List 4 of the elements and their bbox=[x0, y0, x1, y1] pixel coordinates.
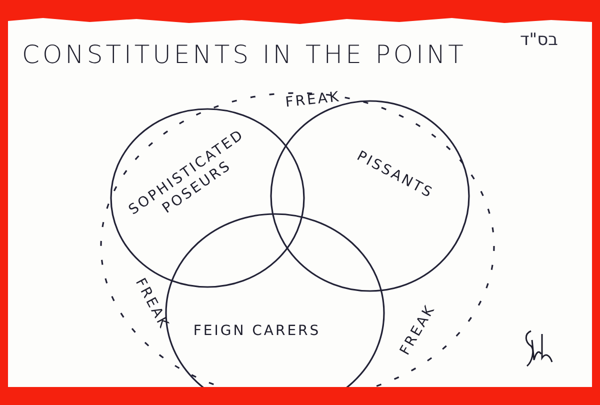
region-label: FEIGN CARERS bbox=[192, 322, 322, 340]
corner-note: בס"ד bbox=[520, 30, 558, 50]
diagram-title: CONSTITUENTS IN THE POINT bbox=[22, 40, 466, 69]
region-label: FREAK bbox=[284, 88, 342, 113]
